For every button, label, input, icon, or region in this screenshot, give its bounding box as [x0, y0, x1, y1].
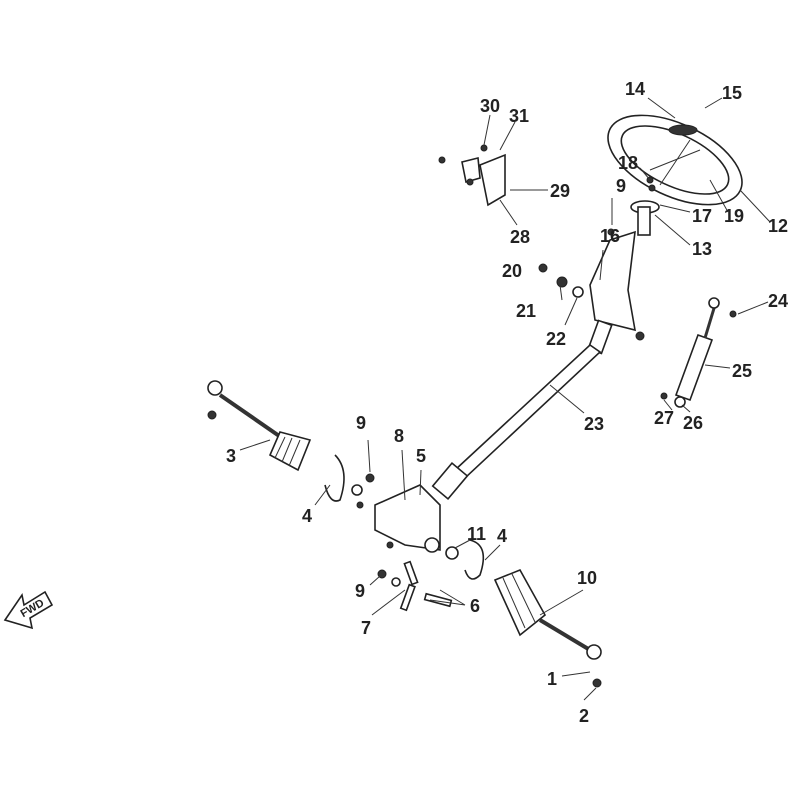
leader-lines: [239, 97, 771, 701]
callout-9: 9: [616, 176, 626, 196]
callout-12: 12: [768, 216, 788, 236]
callout-23: 23: [584, 414, 604, 434]
callout-29: 29: [550, 181, 570, 201]
callout-28: 28: [510, 227, 530, 247]
callout-4b: 4: [497, 526, 507, 546]
callout-1: 1: [547, 669, 557, 689]
nut-21: [556, 276, 568, 288]
callout-17: 17: [692, 206, 712, 226]
left-tie-rod: [207, 380, 312, 472]
bolt-20: [538, 263, 548, 273]
clamp-4-right: [464, 539, 485, 580]
callout-6: 6: [470, 596, 480, 616]
callout-11: 11: [467, 524, 486, 544]
callout-14: 14: [625, 79, 645, 99]
callout-labels: 14 15 18 9 17 19 12 13 16 30 31 29 28 20…: [226, 79, 788, 726]
steering-damper: [660, 297, 737, 408]
callout-16: 16: [600, 226, 620, 246]
washer-11: [445, 546, 459, 560]
fwd-arrow: FWD: [3, 590, 54, 630]
steering-rack: [351, 473, 441, 553]
callout-2: 2: [579, 706, 589, 726]
callout-25: 25: [732, 361, 752, 381]
callout-4: 4: [302, 506, 312, 526]
callout-27: 27: [654, 408, 674, 428]
bolts-6-7: [377, 560, 453, 612]
clamp-4-left: [324, 454, 345, 502]
callout-3: 3: [226, 446, 236, 466]
bracket: [438, 144, 506, 207]
washer-22: [572, 286, 584, 298]
callout-19: 19: [724, 206, 744, 226]
steering-column: [587, 230, 645, 355]
callout-7: 7: [361, 618, 371, 638]
callout-13: 13: [692, 239, 712, 259]
callout-30: 30: [480, 96, 500, 116]
callout-18: 18: [618, 153, 638, 173]
steering-wheel: [607, 114, 743, 206]
callout-15: 15: [722, 83, 742, 103]
intermediate-shaft: [431, 343, 602, 501]
callout-26: 26: [683, 413, 703, 433]
callout-9b: 9: [356, 413, 366, 433]
bolt-9-top: [607, 228, 615, 236]
right-tie-rod: [493, 568, 602, 688]
callout-22: 22: [546, 329, 566, 349]
callout-31: 31: [509, 106, 529, 126]
callout-9c: 9: [355, 581, 365, 601]
callout-5: 5: [416, 446, 426, 466]
steering-hub: [630, 176, 660, 236]
callout-21: 21: [516, 301, 536, 321]
callout-10: 10: [577, 568, 597, 588]
callout-24: 24: [768, 291, 788, 311]
callout-20: 20: [502, 261, 522, 281]
callout-8: 8: [394, 426, 404, 446]
